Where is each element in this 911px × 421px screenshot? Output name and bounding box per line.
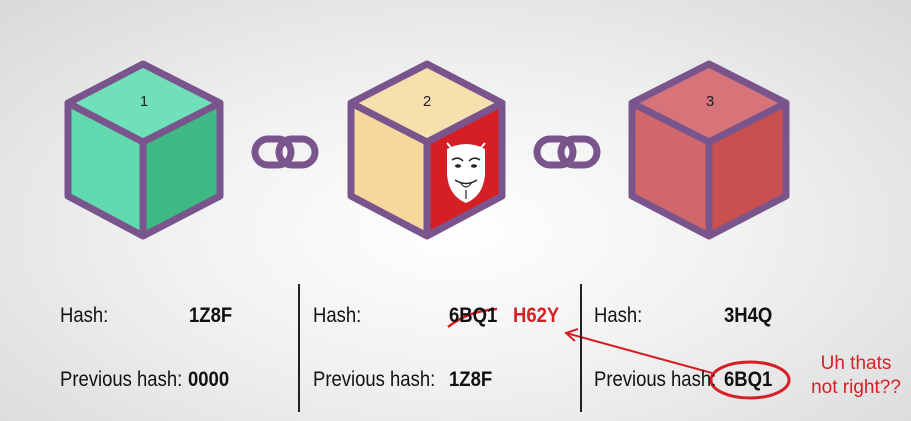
block-2-old-hash-value: 6BQ1: [449, 304, 498, 327]
chain-link-icon-2: [533, 135, 601, 169]
arrow-head: [564, 328, 579, 342]
block-2-hash-label: Hash:: [313, 304, 362, 327]
block-1-prev-hash-value: 0000: [188, 368, 230, 391]
block-2-cube: 2: [347, 60, 506, 240]
annotation-line-1: Uh thats: [820, 353, 892, 374]
strike-through-mark: [447, 307, 498, 328]
block-2-new-hash-value: H62Y: [513, 304, 560, 327]
block-3-prev-hash-label: Previous hash:: [594, 368, 717, 391]
block-3-cube: 3: [628, 60, 790, 240]
block-2-number: 2: [423, 93, 431, 110]
block-3-hash-value: 3H4Q: [724, 304, 773, 327]
tamper-annotation: [447, 307, 791, 400]
column-divider-1: [298, 284, 300, 412]
annotation-line-2: not right??: [811, 377, 901, 398]
block-1-number: 1: [140, 93, 148, 110]
hacker-mask-icon: [446, 142, 486, 203]
arrow-line: [565, 332, 713, 374]
column-divider-2: [580, 284, 582, 412]
annotation-note: Uh thats not right??: [806, 352, 906, 400]
block-2-prev-hash-label: Previous hash:: [313, 368, 436, 391]
chain-link-icon-1: [251, 135, 319, 169]
block-1-hash-value: 1Z8F: [189, 304, 233, 327]
circle-mark: [709, 360, 791, 400]
block-1-hash-label: Hash:: [60, 304, 109, 327]
block-3-number: 3: [706, 93, 714, 110]
block-1-cube: 1: [64, 60, 224, 240]
block-3-hash-label: Hash:: [594, 304, 643, 327]
block-1-prev-hash-label: Previous hash:: [60, 368, 183, 391]
block-2-prev-hash-value: 1Z8F: [449, 368, 493, 391]
block-3-prev-hash-value: 6BQ1: [724, 368, 773, 391]
